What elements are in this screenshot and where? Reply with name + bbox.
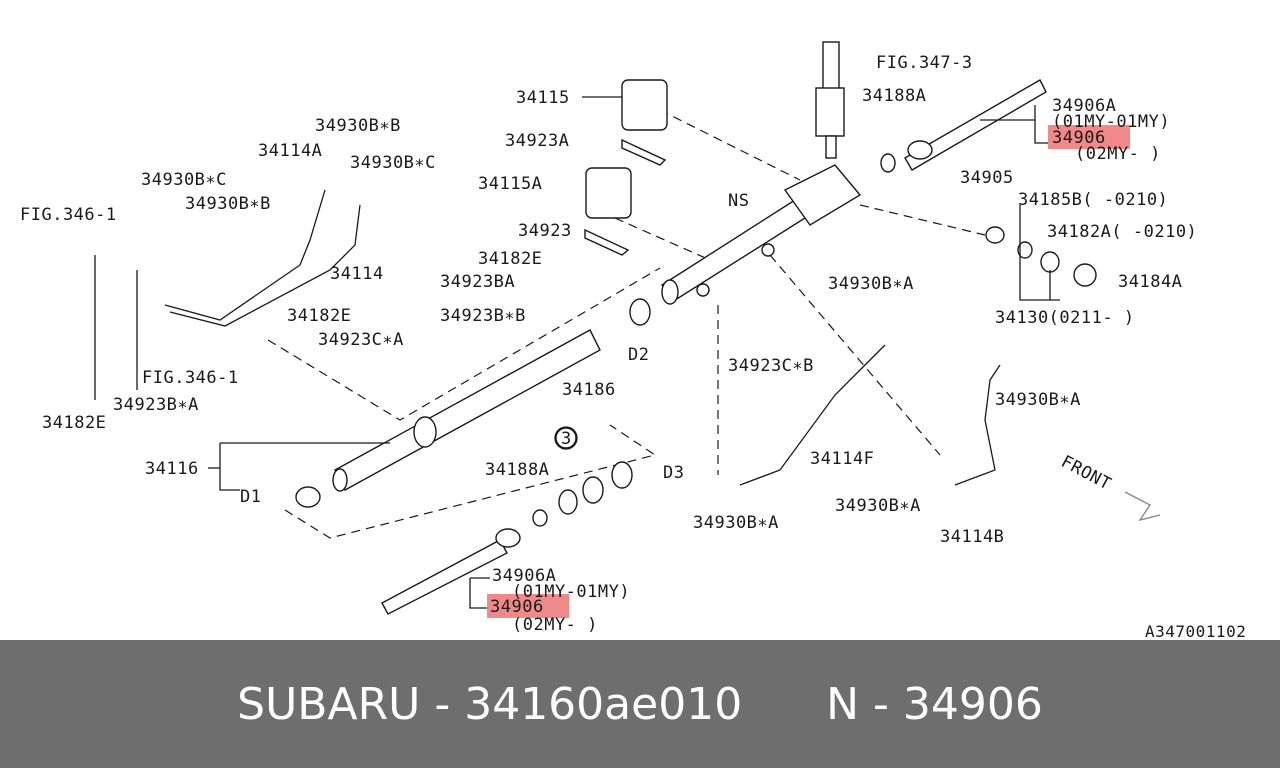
label-34182e-2: 34182E [287, 306, 351, 326]
label-34923bb: 34923B∗B [440, 306, 526, 326]
hydraulic-lines [164, 189, 1001, 486]
label-34114b: 34114B [940, 527, 1004, 547]
footer-part-text: SUBARU - 34160ae010 N - 34906 [237, 678, 1043, 730]
label-34114a: 34114A [258, 141, 322, 161]
label-34906a-top: 34906A [1052, 96, 1116, 116]
label-34923a: 34923A [505, 131, 569, 151]
front-arrow-icon [1124, 491, 1161, 522]
tie-rod-top [880, 79, 1047, 173]
dashed-guides [267, 109, 986, 539]
label-drawing-code: A347001102 [1145, 622, 1246, 640]
label-d2: D2 [628, 345, 649, 365]
label-02my-bot: (02MY- ) [512, 615, 598, 635]
label-fig346-1: FIG.346-1 [20, 205, 117, 225]
footer-bar: SUBARU - 34160ae010 N - 34906 [0, 640, 1280, 768]
label-circ3: 3 [561, 429, 572, 449]
label-34114: 34114 [330, 264, 384, 284]
label-34115a: 34115A [478, 174, 542, 194]
label-34906-bot: 34906 [490, 597, 544, 617]
label-02my-top: (02MY- ) [1075, 144, 1161, 164]
label-34930ba-1: 34930B∗A [828, 274, 914, 294]
label-d1: D1 [240, 487, 261, 507]
label-34185b: 34185B( -0210) [1018, 190, 1168, 210]
label-34930ba-2: 34930B∗A [995, 390, 1081, 410]
label-34182e-1: 34182E [478, 249, 542, 269]
label-34923ca: 34923C∗A [318, 330, 404, 350]
tie-rod-bottom [381, 509, 548, 615]
label-front: FRONT [1058, 452, 1115, 495]
label-01my-bot: (01MY-01MY) [512, 582, 630, 602]
label-34923cb: 34923C∗B [728, 356, 814, 376]
label-34182e-3: 34182E [42, 413, 106, 433]
label-fig347: FIG.347-3 [876, 53, 973, 73]
label-34188a-bot: 34188A [485, 460, 549, 480]
label-fig346-2: FIG.346-1 [142, 368, 239, 388]
label-34116: 34116 [145, 459, 199, 479]
tube-34116 [332, 329, 601, 492]
label-34930bc-2: 34930B∗C [141, 170, 227, 190]
label-34923ba-2: 34923B∗A [113, 395, 199, 415]
label-34905: 34905 [960, 168, 1014, 188]
label-34930bb-2: 34930B∗B [185, 194, 271, 214]
leader-lines [94, 96, 1060, 609]
label-34182a: 34182A( -0210) [1047, 222, 1197, 242]
label-34930bb-1: 34930B∗B [315, 116, 401, 136]
label-34906a-bot: 34906A [492, 566, 556, 586]
label-34184a: 34184A [1118, 272, 1182, 292]
label-ns: NS [728, 191, 749, 211]
label-34906-top: 34906 [1052, 128, 1106, 148]
circle-3-marker [554, 426, 578, 450]
parts-diagram: FIG.347-3 34115 34188A 34906A (01MY-01MY… [20, 41, 1246, 640]
seal-parts [295, 226, 1097, 515]
label-34923: 34923 [518, 221, 572, 241]
mount-brackets [584, 79, 668, 256]
label-34115: 34115 [516, 88, 570, 108]
label-d3: D3 [663, 463, 684, 483]
highlight-top [1048, 125, 1130, 149]
label-01my-top: (01MY-01MY) [1052, 112, 1170, 132]
label-34186: 34186 [562, 380, 616, 400]
callout-labels: FIG.347-3 34115 34188A 34906A (01MY-01MY… [20, 53, 1246, 640]
label-34930ba-4: 34930B∗A [693, 513, 779, 533]
highlight-bottom [487, 594, 569, 618]
label-34930bc-1: 34930B∗C [350, 153, 436, 173]
rack-housing [661, 164, 862, 305]
label-34930ba-3: 34930B∗A [835, 496, 921, 516]
label-34114f: 34114F [810, 449, 874, 469]
label-34130: 34130(0211- ) [995, 308, 1135, 328]
label-34923ba: 34923BA [440, 272, 515, 292]
pinion-valve [815, 41, 845, 159]
label-34188a-top: 34188A [862, 86, 926, 106]
